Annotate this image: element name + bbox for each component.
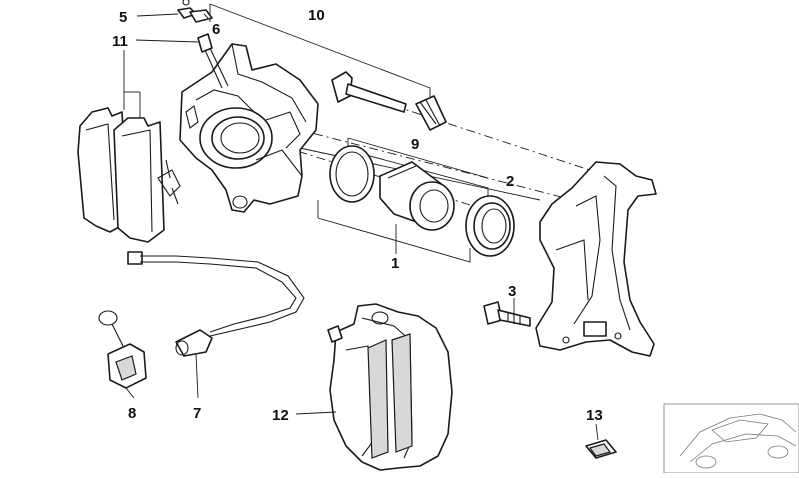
assembled-caliper-icon <box>327 303 453 471</box>
guide-pin-icon <box>331 71 447 131</box>
callout-5: 5 <box>119 9 127 26</box>
caliper-housing-icon <box>179 43 319 213</box>
callout-1: 1 <box>391 255 399 272</box>
callout-labels: 5 6 11 10 9 2 1 3 8 7 12 13 <box>112 7 603 424</box>
wear-sensor-icon <box>127 251 305 357</box>
callout-leaders <box>123 13 599 441</box>
callout-3: 3 <box>508 283 516 300</box>
callout-10: 10 <box>308 7 325 24</box>
callout-8: 8 <box>128 405 136 422</box>
car-thumbnail-icon <box>663 403 799 474</box>
sensor-clip-icon <box>98 310 147 389</box>
callout-9: 9 <box>411 136 419 153</box>
clip-parts-icon <box>177 0 213 23</box>
callout-11: 11 <box>112 33 128 50</box>
piston-icon <box>379 161 455 231</box>
brake-pads-icon <box>77 107 181 243</box>
callout-12: 12 <box>272 407 289 424</box>
grease-packet-icon <box>585 439 617 459</box>
caliper-carrier-icon <box>535 161 657 357</box>
piston-seal-icon <box>329 145 375 203</box>
callout-13: 13 <box>586 407 603 424</box>
dust-boot-icon <box>465 195 515 257</box>
callout-7: 7 <box>193 405 201 422</box>
carrier-bolt-icon <box>483 301 531 327</box>
callout-6: 6 <box>212 21 220 38</box>
guide-bolt-icon <box>197 33 229 89</box>
callout-2: 2 <box>506 173 514 190</box>
